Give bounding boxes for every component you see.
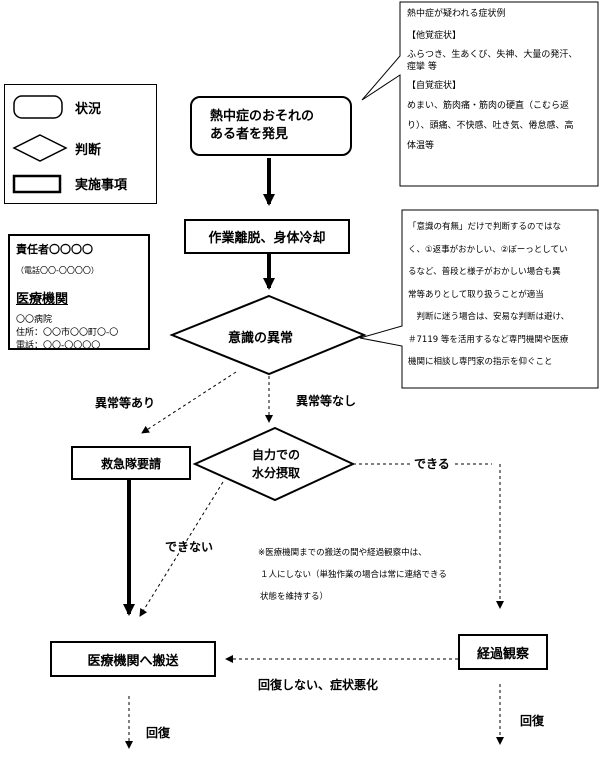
water-intake-line2: 水分摂取 [251,466,300,480]
legend-action-shape [12,174,62,194]
symptoms-text: 熱中症が疑われる症状例 【他覚症状】 ふらつき、生あくび、失神、大量の発汗、 痙… [407,8,577,152]
supervision-note-line2: １人にしない（単独作業の場合は常に連絡できる [260,570,447,580]
objective-symptoms-header: 【他覚症状】 [407,31,462,42]
arrow-water-cannot [139,481,224,617]
ambulance-action-label: 救急隊要請 [100,456,161,471]
observation-action-box: 経過観察 [458,634,548,670]
symptoms-title: 熱中症が疑われる症状例 [407,9,506,19]
normal-branch-label: 異常等なし [296,394,357,408]
supervision-note: ※医療機関までの搬送の間や経過観察中は、 １人にしない（単独作業の場合は常に連絡… [258,542,447,608]
consciousness-note-text: 「意識の有無」だけで判断するのではな く、①返事がおかしい、②ぼーっとしてい る… [408,216,569,374]
objective-symptoms-line2: 痙攣 等 [407,62,437,73]
responsible-phone: （電話〇〇-〇〇〇〇） [16,266,99,275]
hospital-phone: 電話：〇〇-〇〇〇〇 [16,341,101,351]
subjective-symptoms-line2: り）、頭痛、不快感、吐き気、倦怠感、高 [407,120,574,131]
subjective-symptoms-line1: めまい、筋肉痛・筋肉の硬直（こむら返 [407,100,570,111]
cooling-action-box: 作業離脱、身体冷却 [184,219,350,254]
note-line3: るなど、普段と様子がおかしい場合も異 [408,267,561,277]
recover-right-label: 回復 [520,714,545,728]
symptoms-callout [361,1,599,187]
worsen-branch-label: 回復しない、症状悪化 [258,678,379,692]
water-intake-judgment-label: 自力での 水分摂取 [230,446,322,482]
ambulance-action-box: 救急隊要請 [71,446,191,480]
recover-left-label: 回復 [146,726,171,740]
hospital-name: 〇〇病院 [16,315,53,325]
institution-heading: 医療機関 [16,292,69,307]
hospital-address: 住所：〇〇市〇〇町〇-〇 [16,328,119,338]
transport-action-label: 医療機関へ搬送 [87,653,179,669]
consciousness-note-callout [359,209,599,389]
objective-symptoms-line1: ふらつき、生あくび、失神、大量の発汗、 [407,50,578,61]
note-line2: く、①返事がおかしい、②ぼーっとしてい [408,244,568,255]
consciousness-diamond [169,294,367,376]
legend-status-shape [13,95,63,119]
start-line2: ある者を発見 [210,127,289,142]
cooling-action-label: 作業離脱、身体冷却 [208,231,326,246]
subjective-symptoms-line3: 体温等 [407,140,435,151]
legend-judgment-shape [12,134,68,162]
water-intake-diamond [192,426,356,502]
start-line1: 熱中症のおそれの [210,109,315,125]
arrow-consciousness-abnormal [141,371,237,434]
contact-info-box: 責任者〇〇〇〇 （電話〇〇-〇〇〇〇） 医療機関 〇〇病院 住所：〇〇市〇〇町〇… [8,234,150,351]
supervision-note-line3: 状態を維持する） [260,592,329,602]
supervision-note-line1: ※医療機関までの搬送の間や経過観察中は、 [258,548,427,558]
legend-box [4,84,157,204]
subjective-symptoms-header: 【自覚症状】 [407,80,462,91]
abnormal-branch-label: 異常等あり [95,396,156,410]
cannot-branch-label: できない [165,540,214,554]
observation-action-label: 経過観察 [476,646,529,662]
legend-status-label: 状況 [75,102,102,117]
consciousness-judgment-label: 意識の異常 [228,331,294,346]
responsible-person: 責任者〇〇〇〇 [16,243,93,256]
note-line1: 「意識の有無」だけで判断するのではな [408,222,562,232]
note-line5: 判断に迷う場合は、安易な判断は避け、 [408,312,570,322]
note-line4: 常等ありとして取り扱うことが適当 [408,289,544,300]
note-line7: 機関に相談し専門家の指示を仰ぐこと [408,357,553,367]
water-intake-line1: 自力での [251,448,300,462]
legend-judgment-label: 判断 [75,143,102,158]
note-line6: ＃7119 等を活用するなど専門機関や医療 [408,334,569,345]
legend-action-label: 実施事項 [75,178,128,193]
transport-action-box: 医療機関へ搬送 [50,641,216,677]
can-branch-label: できる [410,455,454,472]
start-status-box: 熱中症のおそれの ある者を発見 [190,96,352,156]
